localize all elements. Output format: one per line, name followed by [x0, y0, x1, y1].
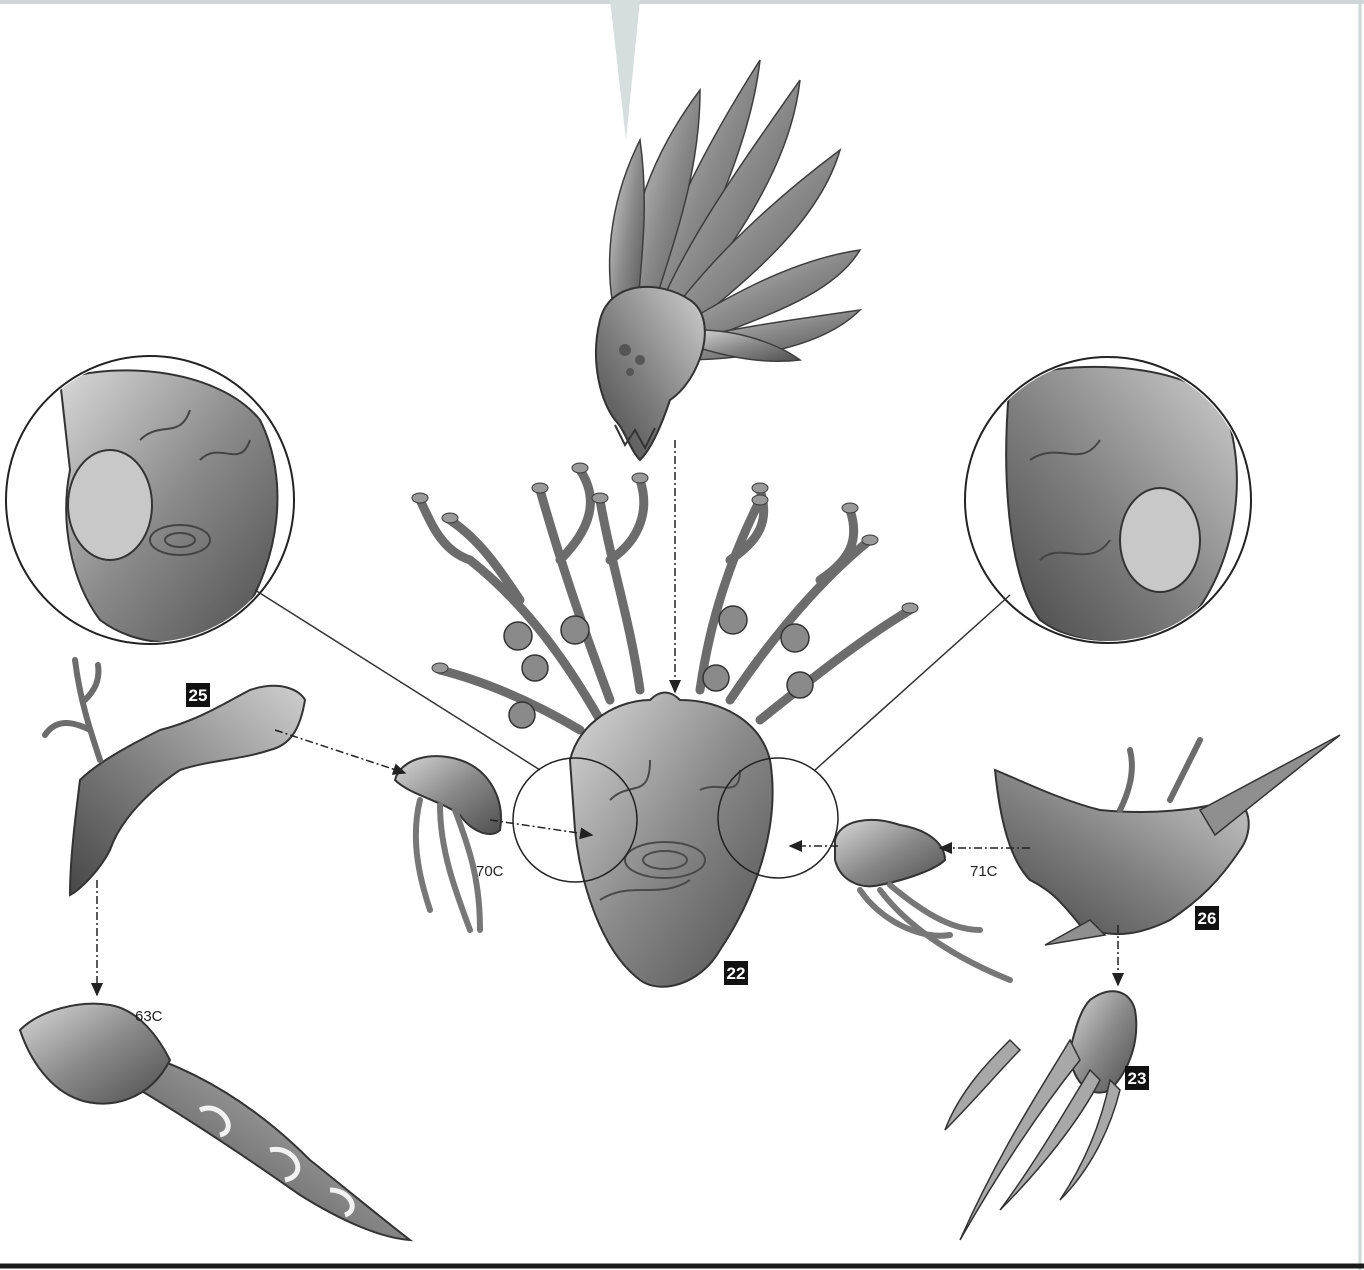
hand-71c-part [835, 820, 1010, 980]
part-number-25: 25 [186, 683, 210, 707]
arm-26-branch [1120, 740, 1200, 810]
detail-view-left [6, 356, 294, 644]
arm-25-part [70, 686, 305, 895]
hand-70c-part [395, 756, 501, 930]
part-number-25-text: 25 [189, 686, 208, 705]
detail-leader-right [815, 595, 1010, 770]
arrow-arm25-to-hand70c [275, 730, 405, 773]
label-63c: 63C [135, 1008, 163, 1025]
part-number-22-text: 22 [727, 964, 746, 983]
knife-63c-part [20, 1004, 410, 1240]
part-number-22: 22 [724, 961, 748, 985]
headdress-skull [596, 287, 705, 460]
part-number-23-text: 23 [1128, 1069, 1147, 1088]
label-70c: 70C [476, 863, 504, 880]
headdress-part [596, 60, 860, 460]
claw-23-part [945, 991, 1136, 1240]
frame-pointer-icon [610, 0, 640, 140]
branches-part [420, 470, 910, 730]
part-number-26: 26 [1195, 906, 1219, 930]
arm-25-branch [45, 660, 100, 760]
detail-leader-left [255, 590, 540, 770]
label-71c: 71C [970, 863, 998, 880]
detail-view-right [965, 357, 1251, 643]
part-number-26-text: 26 [1198, 909, 1217, 928]
body-22-part [570, 693, 773, 987]
part-number-23: 23 [1125, 1066, 1149, 1090]
